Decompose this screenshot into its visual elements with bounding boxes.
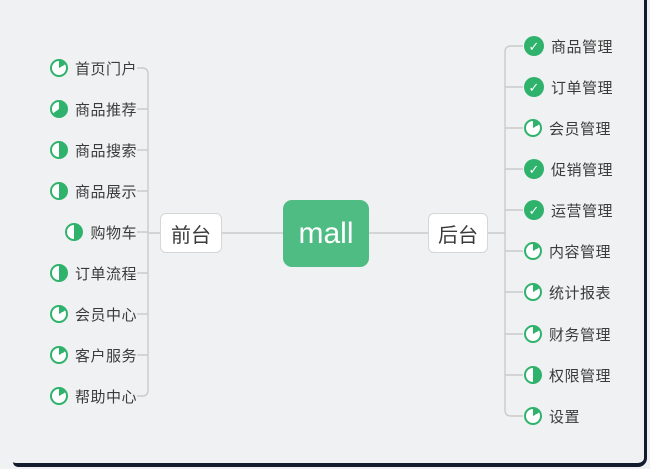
topic-label: 帮助中心 — [74, 388, 137, 406]
task-progress-icon — [49, 264, 68, 282]
list-item[interactable]: 订单管理 — [524, 77, 613, 97]
task-progress-icon — [524, 119, 542, 137]
topic-label: 会员管理 — [549, 120, 612, 138]
topic-label: 首页门户 — [74, 60, 137, 78]
list-item[interactable]: 帮助中心 — [49, 386, 137, 406]
task-progress-icon — [49, 305, 68, 323]
task-progress-icon — [524, 407, 542, 425]
topic-label: 客户服务 — [74, 347, 137, 365]
list-item[interactable]: 运营管理 — [524, 200, 613, 220]
topic-label: 会员中心 — [74, 306, 137, 324]
task-progress-icon — [524, 159, 544, 179]
list-item[interactable]: 统计报表 — [524, 282, 611, 302]
topic-label: 运营管理 — [551, 202, 614, 220]
list-item[interactable]: 订单流程 — [49, 263, 137, 283]
list-item[interactable]: 客户服务 — [49, 345, 137, 365]
task-progress-icon — [49, 346, 68, 364]
task-progress-icon — [524, 36, 544, 56]
list-item[interactable]: 内容管理 — [524, 241, 611, 261]
root-topic-mall[interactable]: mall — [283, 200, 369, 267]
task-progress-icon — [524, 200, 544, 220]
list-item[interactable]: 商品管理 — [524, 36, 613, 56]
task-progress-icon — [524, 283, 542, 301]
list-item[interactable]: 商品推荐 — [49, 99, 137, 119]
list-item[interactable]: 财务管理 — [524, 324, 611, 344]
branch-topic-backend[interactable]: 后台 — [428, 213, 488, 253]
topic-label: 财务管理 — [549, 326, 612, 344]
task-progress-icon — [49, 141, 68, 159]
task-progress-icon — [49, 182, 68, 200]
topic-label: 商品展示 — [74, 183, 137, 201]
branch-topic-frontend[interactable]: 前台 — [160, 213, 222, 253]
topic-label: 商品推荐 — [74, 101, 137, 119]
topic-label: 订单管理 — [551, 79, 614, 97]
list-item[interactable]: 购物车 — [65, 222, 137, 242]
topic-label: 统计报表 — [549, 284, 612, 302]
list-item[interactable]: 设置 — [524, 406, 580, 426]
topic-label: 权限管理 — [549, 367, 612, 385]
list-item[interactable]: 会员中心 — [49, 304, 137, 324]
task-progress-icon — [49, 100, 68, 118]
task-progress-icon — [65, 223, 84, 241]
list-item[interactable]: 权限管理 — [524, 365, 611, 385]
list-item[interactable]: 首页门户 — [49, 58, 137, 78]
list-item[interactable]: 商品搜索 — [49, 140, 137, 160]
topic-label: 内容管理 — [549, 243, 612, 261]
topic-label: 订单流程 — [74, 265, 137, 283]
topic-label: 促销管理 — [551, 161, 614, 179]
task-progress-icon — [49, 387, 68, 405]
topic-label: 设置 — [549, 408, 581, 426]
task-progress-icon — [524, 242, 542, 260]
list-item[interactable]: 会员管理 — [524, 118, 611, 138]
task-progress-icon — [49, 59, 68, 77]
task-progress-icon — [524, 325, 542, 343]
list-item[interactable]: 商品展示 — [49, 181, 137, 201]
task-progress-icon — [524, 366, 542, 384]
task-progress-icon — [524, 77, 544, 97]
topic-label: 商品搜索 — [74, 142, 137, 160]
list-item[interactable]: 促销管理 — [524, 159, 613, 179]
topic-label: 购物车 — [90, 224, 137, 242]
topic-label: 商品管理 — [551, 38, 614, 56]
